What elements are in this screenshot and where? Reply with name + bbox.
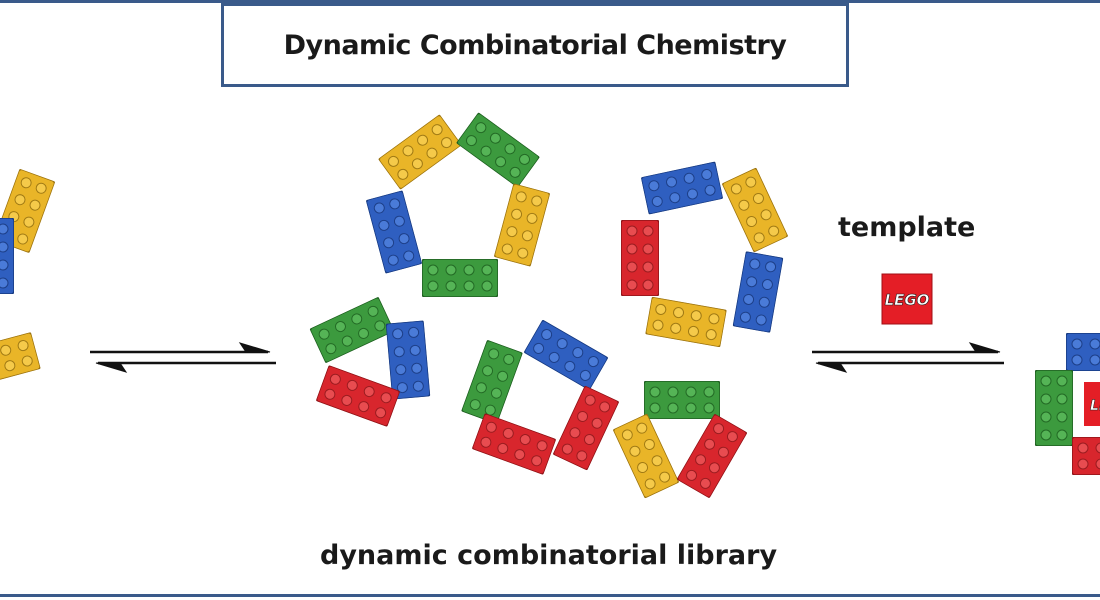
bottom-border <box>0 594 1100 597</box>
equilibrium-arrows-icon <box>90 342 276 373</box>
templated-assembly: LE <box>1035 333 1100 475</box>
equilibrium-arrows-icon <box>812 342 1004 373</box>
triangle-assembly-1 <box>309 296 431 427</box>
pentagon-assembly <box>365 112 551 297</box>
lego-logo-icon: LEGO <box>881 273 933 325</box>
left-partial-assembly <box>0 168 56 389</box>
svg-text:LEGO: LEGO <box>885 291 930 309</box>
triangle-assembly-2 <box>612 381 748 499</box>
hexagon-assembly <box>621 161 789 348</box>
svg-text:LE: LE <box>1090 398 1100 414</box>
template-label: template <box>838 212 976 243</box>
top-border <box>0 0 1100 3</box>
library-label: dynamic combinatorial library <box>320 540 778 571</box>
square-assembly <box>461 319 620 475</box>
diagram-title: Dynamic Combinatorial Chemistry <box>283 29 787 61</box>
title-box: Dynamic Combinatorial Chemistry <box>221 3 849 87</box>
